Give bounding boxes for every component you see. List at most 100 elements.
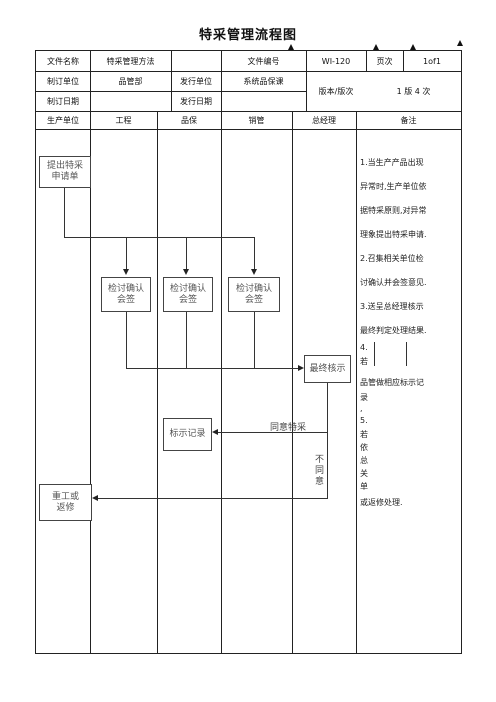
remark-line: 讨确认并会签意见. (360, 278, 427, 287)
made-date-label: 制订日期 (47, 97, 79, 106)
apply-box: 提出特采 申请单 (39, 156, 91, 188)
remark-item5-char: 若 (360, 430, 368, 439)
remark-line: 1.当生产产品出现 (360, 158, 424, 167)
page-title: 特采管理流程图 (198, 28, 297, 43)
remark-item5-end: 或返修处理. (360, 498, 403, 507)
issue-unit-value: 系统品保课 (243, 77, 284, 86)
col-qa: 品保 (181, 116, 197, 125)
issue-unit-label: 发行单位 (180, 77, 212, 86)
connector-line (126, 237, 127, 271)
version-label: 版本/版次 (318, 87, 354, 96)
lane-divider (356, 111, 357, 653)
doc-name-value: 特采管理方法 (106, 57, 155, 66)
remark-line: 异常时,生产单位依 (360, 182, 427, 191)
lane-divider (157, 111, 158, 653)
col-divider (306, 51, 307, 111)
remark-item5-char: 总 (360, 456, 368, 465)
form-frame: 文件名称 特采管理方法 文件编号 WI-120 页次 1of1 制订单位 品管部… (35, 50, 462, 654)
connector-line (186, 312, 187, 368)
doc-name-label: 文件名称 (47, 57, 79, 66)
review-box-qa: 检讨确认 会签 (163, 277, 213, 312)
connector-line (64, 188, 65, 237)
disagree-char: 意 (315, 477, 325, 487)
row-divider (36, 71, 461, 72)
remark-item4-text: 品管做相应标示记 (360, 378, 424, 387)
connector-line (327, 383, 328, 432)
connector-line (64, 237, 255, 238)
review-line2: 会签 (244, 294, 263, 305)
final-approval-box: 最终核示 (304, 355, 351, 383)
connector-line (98, 498, 328, 499)
connector-line (254, 237, 255, 271)
connector-line (254, 312, 255, 368)
remark-item4-end: 录 (360, 393, 368, 402)
connector-line (126, 312, 127, 368)
disagree-char: 同 (315, 466, 325, 476)
review-line1: 检讨确认 (235, 283, 272, 294)
arrow-down-icon (251, 269, 257, 275)
remark-item4-comma: , (360, 404, 363, 413)
review-line1: 检讨确认 (107, 283, 144, 294)
record-label: 标示记录 (169, 429, 206, 439)
remark-bracket-line (374, 342, 375, 366)
corner-marker-icon (373, 44, 379, 50)
col-divider (90, 51, 91, 111)
row-divider (36, 129, 461, 130)
col-divider (366, 51, 367, 71)
review-box-engineering: 检讨确认 会签 (101, 277, 151, 312)
rework-line2: 返修 (56, 502, 75, 513)
remark-bracket-line (406, 342, 407, 366)
row-divider (36, 111, 461, 112)
doc-no-value: WI-120 (321, 57, 351, 66)
col-divider (171, 51, 172, 111)
lane-divider (292, 111, 293, 653)
col-divider (403, 51, 404, 71)
review-box-sales: 检讨确认 会签 (228, 277, 280, 312)
final-label: 最终核示 (309, 363, 346, 374)
corner-marker-icon (288, 44, 294, 50)
remark-item5-char: 依 (360, 443, 368, 452)
connector-line (126, 368, 298, 369)
made-unit-label: 制订单位 (47, 77, 79, 86)
lane-divider (221, 111, 222, 653)
connector-line (218, 432, 328, 433)
remark-item5-char: 单 (360, 482, 368, 491)
arrow-down-icon (123, 269, 129, 275)
page-value: 1of1 (423, 57, 441, 66)
col-divider (221, 51, 222, 111)
corner-marker-icon (410, 44, 416, 50)
col-sales: 销管 (248, 116, 265, 125)
remark-item5-char: 关 (360, 469, 368, 478)
remark-line: 3.送呈总经理核示 (360, 302, 424, 311)
col-remarks: 备注 (400, 116, 417, 125)
made-unit-value: 品管部 (118, 77, 143, 86)
remark-item4-char: 若 (360, 357, 368, 366)
record-box: 标示记录 (163, 418, 212, 451)
remark-item5-number: 5. (360, 416, 368, 425)
remark-line: 2.召集相关单位检 (360, 254, 424, 263)
remark-line: 理象提出特采申请. (360, 230, 427, 239)
apply-line1: 提出特采 (46, 161, 83, 171)
review-line2: 会签 (116, 294, 135, 305)
lane-divider (90, 111, 91, 653)
disagree-char: 不 (315, 455, 325, 465)
arrow-left-icon (92, 495, 98, 501)
arrow-right-icon (298, 365, 304, 371)
page-label: 页次 (376, 57, 393, 66)
arrow-left-icon (212, 429, 218, 435)
remark-line: 据特采原则,对异常 (360, 206, 427, 215)
col-gm: 总经理 (312, 116, 336, 125)
remark-line: 最终判定处理结果. (360, 326, 427, 335)
col-production: 生产单位 (47, 116, 79, 125)
arrow-down-icon (183, 269, 189, 275)
rework-box: 重工或 返修 (39, 484, 92, 521)
review-line2: 会签 (178, 294, 197, 305)
remark-item4-number: 4. (360, 343, 368, 352)
agree-label: 同意特采 (270, 423, 307, 433)
col-engineering: 工程 (115, 116, 132, 125)
connector-line (186, 237, 187, 271)
doc-no-label: 文件编号 (247, 57, 280, 66)
issue-date-label: 发行日期 (180, 97, 212, 106)
connector-line (327, 432, 328, 498)
review-line1: 检讨确认 (169, 283, 206, 294)
